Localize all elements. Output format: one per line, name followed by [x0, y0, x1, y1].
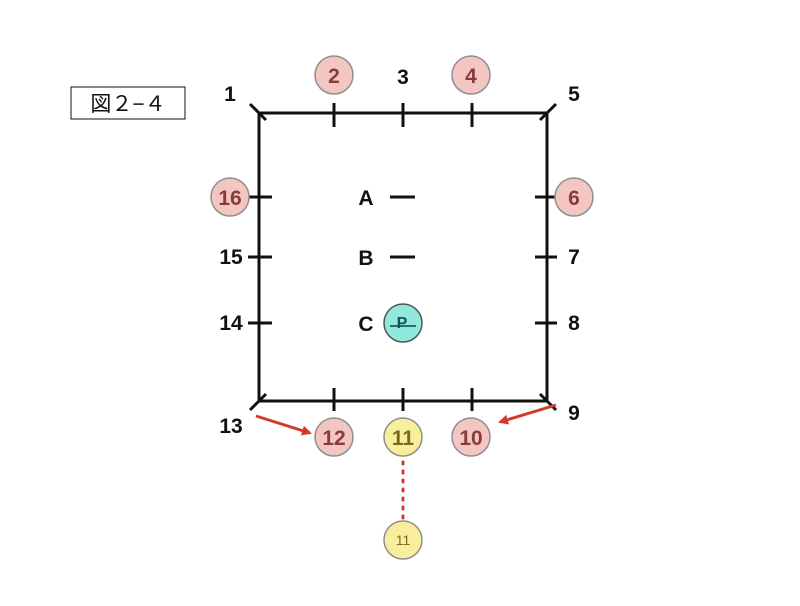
position-label-9: 9: [568, 402, 580, 425]
circle-position-10-label: 10: [459, 427, 482, 450]
circle-position-11-lower-label: 11: [396, 532, 411, 548]
position-label-14: 14: [219, 312, 243, 335]
inner-marks: [390, 195, 415, 259]
circle-position-11-lower: 11: [383, 520, 423, 560]
position-label-1: 1: [224, 83, 236, 106]
circle-position-2-label: 2: [328, 65, 340, 88]
inner-label-b: B: [358, 247, 373, 270]
figure-label-text: 図２−４: [90, 93, 165, 116]
circle-position-4-label: 4: [465, 65, 477, 88]
circle-position-6: 6: [554, 177, 594, 217]
position-label-13: 13: [219, 415, 242, 438]
position-label-8: 8: [568, 312, 580, 335]
circle-position-16: 16: [210, 177, 250, 217]
player-p-marker: P: [383, 303, 423, 343]
right-ticks: [535, 195, 557, 325]
position-label-7: 7: [568, 246, 580, 269]
arrow-9-to-10: [498, 403, 557, 425]
circle-position-2: 2: [314, 55, 354, 95]
circle-position-10: 10: [451, 417, 491, 457]
circle-position-12: 12: [314, 417, 354, 457]
circle-position-11-upper: 11: [383, 417, 423, 457]
circle-position-16-label: 16: [218, 187, 241, 210]
figure-label: 図２−４: [70, 86, 186, 120]
circle-position-4: 4: [451, 55, 491, 95]
position-label-3: 3: [397, 66, 409, 89]
circle-position-11-upper-label: 11: [392, 427, 415, 450]
arrow-13-to-12: [255, 414, 312, 436]
left-ticks: [248, 195, 272, 325]
player-p-label: P: [397, 315, 408, 332]
top-ticks: [332, 103, 474, 127]
bottom-ticks: [332, 388, 474, 411]
position-label-15: 15: [219, 246, 243, 269]
position-label-5: 5: [568, 83, 580, 106]
circle-position-6-label: 6: [568, 187, 580, 210]
inner-label-c: C: [358, 313, 373, 336]
inner-label-a: A: [358, 187, 373, 210]
circle-position-12-label: 12: [322, 427, 345, 450]
